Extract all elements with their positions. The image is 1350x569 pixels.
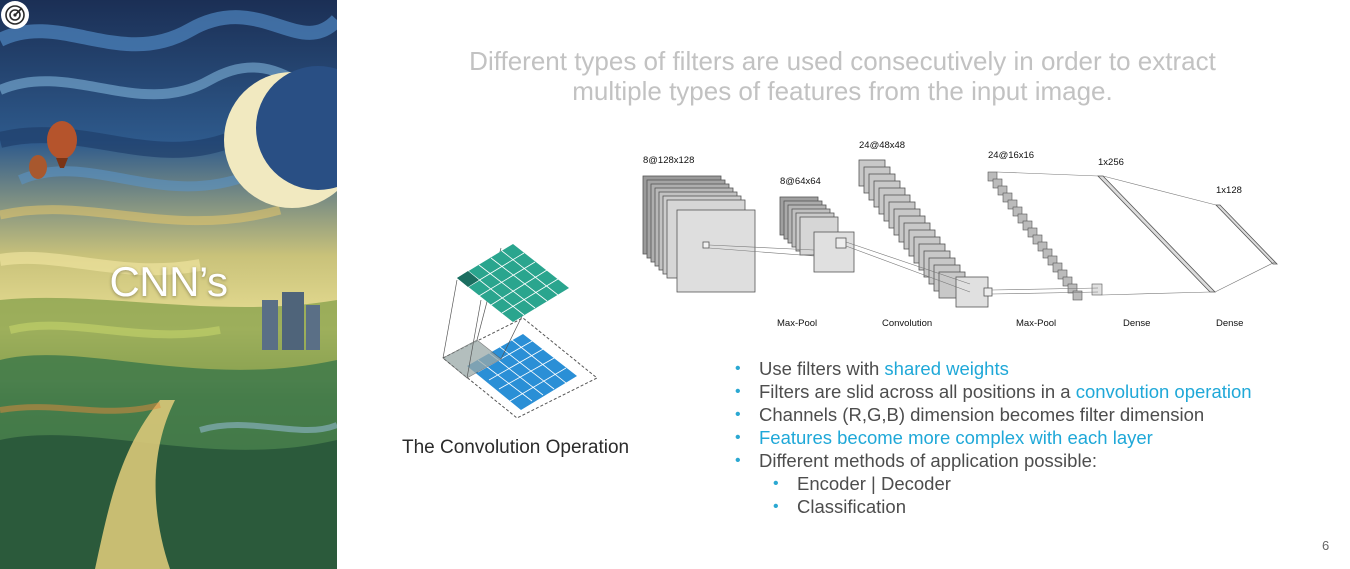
layer-type-label: Max-Pool — [1016, 318, 1056, 329]
dense-layer-2 — [1215, 204, 1278, 265]
layer-size-label: 8@128x128 — [643, 155, 694, 166]
bullet-list: Use filters with shared weights Filters … — [735, 357, 1252, 518]
layer-2-stack — [779, 196, 855, 273]
painting-art — [0, 0, 337, 569]
layer-4-stack — [987, 171, 1103, 301]
convolution-diagram — [442, 244, 598, 418]
headline-line-1: Different types of filters are used cons… — [469, 46, 1216, 76]
cnn-architecture-diagram: 8@128x128 8@64x64 24@48x48 24@16x16 1x25… — [642, 140, 1278, 329]
layer-size-label: 24@48x48 — [859, 140, 905, 151]
convolution-caption: The Convolution Operation — [402, 437, 630, 458]
target-icon — [1, 1, 29, 29]
sub-bullet-item: Encoder | Decoder — [735, 472, 1252, 495]
layer-type-label: Dense — [1123, 318, 1150, 329]
layer-3-stack — [858, 159, 993, 308]
bullet-item: Channels (R,G,B) dimension becomes filte… — [735, 403, 1252, 426]
bullet-item: Filters are slid across all positions in… — [735, 380, 1252, 403]
bullet-text: Different methods of application possibl… — [759, 450, 1097, 471]
filter-kernel — [457, 244, 569, 322]
bullet-item: Use filters with shared weights — [735, 357, 1252, 380]
bullet-text: Use filters with — [759, 358, 885, 379]
sub-bullet-item: Classification — [735, 495, 1252, 518]
background-painting: CNN’s — [0, 0, 337, 569]
input-grid — [442, 317, 598, 418]
layer-type-label: Convolution — [882, 318, 932, 329]
layer-size-label: 24@16x16 — [988, 150, 1034, 161]
bullet-item: Features become more complex with each l… — [735, 426, 1252, 449]
dense-layer-1 — [1097, 175, 1216, 293]
page-number: 6 — [1322, 538, 1330, 553]
layer-size-label: 1x128 — [1216, 185, 1242, 196]
layer-type-label: Dense — [1216, 318, 1243, 329]
bullet-highlight: Features become more complex with each l… — [759, 427, 1153, 448]
bullet-text: Filters are slid across all positions in… — [759, 381, 1076, 402]
layer-size-label: 8@64x64 — [780, 176, 821, 187]
bullet-item: Different methods of application possibl… — [735, 449, 1252, 472]
headline-line-2: multiple types of features from the inpu… — [572, 76, 1113, 106]
layer-size-label: 1x256 — [1098, 157, 1124, 168]
bullet-text: Channels (R,G,B) dimension becomes filte… — [759, 404, 1205, 425]
layer-1-stack — [642, 175, 756, 293]
layer-type-label: Max-Pool — [777, 318, 817, 329]
bullet-highlight: shared weights — [884, 358, 1009, 379]
slide-headline: Different types of filters are used cons… — [440, 46, 1245, 106]
slide-title: CNN’s — [109, 258, 228, 305]
bullet-highlight: convolution operation — [1075, 381, 1252, 402]
